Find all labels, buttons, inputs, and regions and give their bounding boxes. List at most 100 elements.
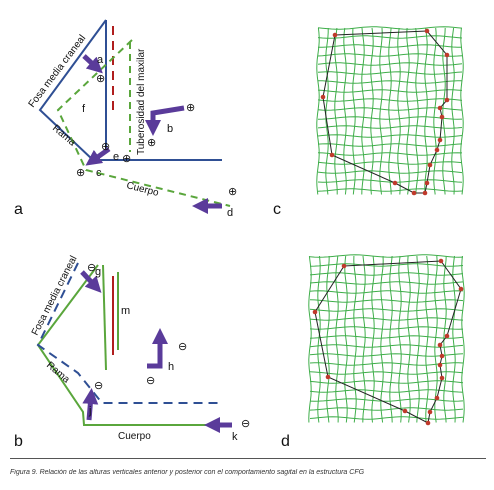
landmark-dot [312,309,318,315]
grid-line [309,335,464,339]
arrow-b [144,105,185,137]
plus-icon: ⊕ [186,102,195,114]
landmark-dot [444,333,450,339]
grid-line [460,27,464,195]
landmark-dot [437,342,443,348]
label-k: k [232,431,238,443]
grid-line [318,80,462,84]
landmark-dot [341,263,347,269]
landmark-dot [439,375,445,381]
grid-line [317,152,463,156]
landmark-dot [458,286,464,292]
plus-icon: ⊕ [96,73,105,85]
grid-line [309,416,464,420]
landmark-dot [329,152,335,158]
grid-line [397,27,401,195]
grid-line [309,380,464,384]
landmark-dot [424,180,430,186]
landmark-dot [439,114,445,120]
label-f: f [82,103,86,115]
minus-icon: ⊖ [241,418,250,430]
landmark-dot [425,420,431,426]
label-m: m [121,305,130,317]
grid-line [326,255,330,423]
plus-icon: ⊕ [101,141,110,153]
label-b: b [167,123,173,135]
panel-a-blue-outline [38,19,222,161]
panel-c-grid: c [273,26,464,218]
panel-letter-b: b [14,433,23,450]
caption-rule [10,458,486,459]
grid-line [309,353,464,357]
grid-line [317,179,463,183]
arrow-j [82,388,99,421]
grid-line [317,255,321,423]
label-rama-b: Rama [44,360,72,386]
label-rama-a: Rama [50,123,78,149]
grid-line [309,398,464,402]
landmark-dot [427,162,433,168]
landmark-dot [411,190,417,196]
grid-line [398,255,402,423]
grid-line [309,272,464,276]
label-h: h [168,361,174,373]
outline-c [322,30,448,194]
grid-line [325,28,329,195]
landmarks-c [320,28,450,196]
landmark-dot [427,409,433,415]
grid-line [353,255,357,423]
landmark-dot [438,258,444,264]
landmark-dot [325,374,331,380]
grid-line [335,255,339,423]
landmark-dot [444,97,450,103]
label-d: d [227,207,233,219]
landmark-dot [320,94,326,100]
grid-line [309,281,464,285]
label-tuberosidad: Tuberosidad del maxilar [136,48,147,155]
grid-line [309,263,464,267]
grid-line [406,27,410,195]
grid-line [451,27,455,195]
panel-d-grid: d [281,254,465,450]
label-cuerpo-b: Cuerpo [118,431,151,442]
label-g: g [95,266,101,278]
panel-a-green-dashed [56,39,231,207]
grid-line [425,255,429,423]
grid-line [309,326,464,330]
arrow-g [80,270,102,293]
panel-b-blue-dashed [36,262,222,404]
arrow-e [85,146,111,166]
arrow-a [82,54,103,74]
grid-line [317,53,463,57]
minus-icon: ⊖ [94,380,103,392]
landmark-dot [422,190,428,196]
grid-line [317,89,463,93]
panel-b-green-vertical [102,264,107,371]
landmark-dot [392,180,398,186]
panel-letter-d: d [281,433,290,450]
grid-line [379,27,383,195]
grid-line [309,290,464,294]
label-e: e [113,151,119,163]
grid-line [309,344,464,348]
grid-line [317,98,463,102]
landmark-dot [332,32,338,38]
minus-icon: ⊖ [87,262,96,274]
figure-caption: Figura 9. Relación de las alturas vertic… [10,469,365,476]
landmark-dot [434,395,440,401]
grid-line [318,44,462,48]
grid-line [380,255,384,423]
grid-line [317,188,463,192]
grid-lines-d [308,254,465,423]
grid-line [309,371,464,375]
landmark-dot [434,147,440,153]
plus-icon: ⊕ [76,167,85,179]
grid-line [309,254,464,258]
label-a: a [97,54,104,66]
grid-line [309,317,464,321]
panel-b-green-outline [36,264,232,426]
grid-line [415,27,419,195]
grid-line [343,27,347,195]
landmarks-d [312,258,464,426]
minus-icon: ⊖ [146,375,155,387]
